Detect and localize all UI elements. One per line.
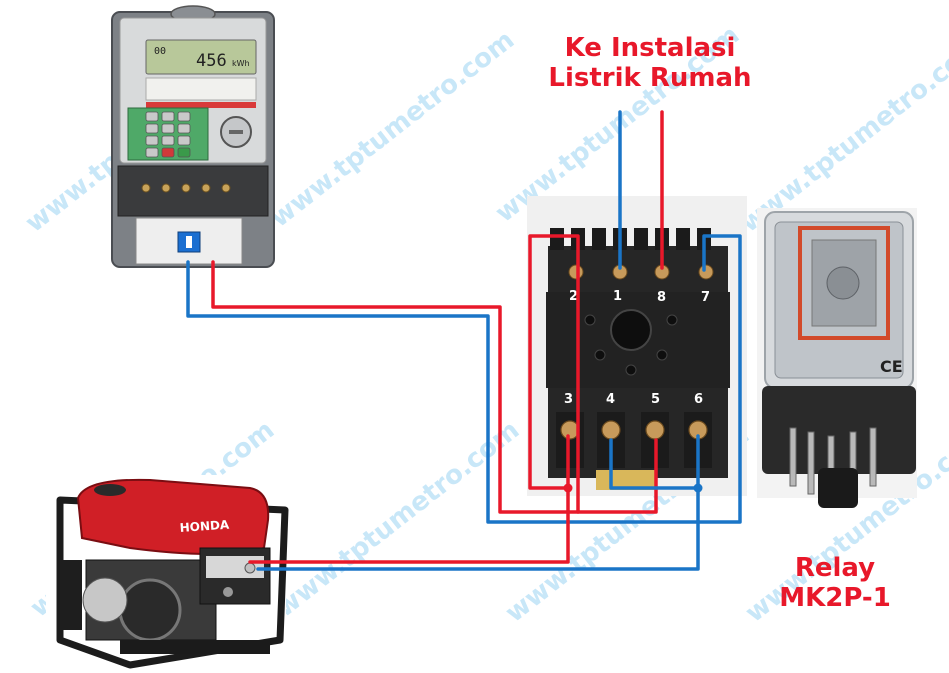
pin-label-2: 2 xyxy=(569,289,578,304)
kwh-meter: 00 456 kWh xyxy=(111,5,275,268)
label-relay-line1: Relay xyxy=(794,553,876,583)
label-house-line2: Listrik Rumah xyxy=(548,62,752,93)
wire-meter-neutral xyxy=(186,234,742,524)
pin-label-1: 1 xyxy=(613,289,622,304)
wire-generator-live xyxy=(248,434,570,564)
wire-generator-neutral xyxy=(256,434,700,571)
relay-socket xyxy=(527,196,747,496)
wire-junctions xyxy=(563,483,703,493)
pin-label-3: 3 xyxy=(564,392,573,407)
generator-brand: HONDA xyxy=(179,518,230,535)
meter-lcd-value: 456 xyxy=(196,51,227,71)
pin-label-6: 6 xyxy=(694,392,703,407)
label-house-line1: Ke Instalasi xyxy=(564,33,736,63)
meter-lcd xyxy=(145,39,257,75)
pin-label-4: 4 xyxy=(606,392,615,407)
meter-keypad xyxy=(145,111,191,158)
pin-label-7: 7 xyxy=(701,290,710,305)
label-relay: Relay MK2P-1 xyxy=(775,553,895,614)
wire-pin4 xyxy=(609,438,700,490)
svg-text:CE: CE xyxy=(880,357,903,376)
pin-label-5: 5 xyxy=(651,392,660,407)
wire-meter-live xyxy=(211,234,580,514)
pin-label-8: 8 xyxy=(657,290,666,305)
meter-lcd-prefix: 00 xyxy=(154,46,166,57)
generator: HONDA xyxy=(46,475,289,669)
meter-lcd-unit: kWh xyxy=(232,59,250,68)
label-relay-line2: MK2P-1 xyxy=(779,582,891,613)
socket-pin-labels: 2 1 8 7 3 4 5 6 xyxy=(564,289,710,407)
label-house-installation: Ke Instalasi Listrik Rumah xyxy=(540,33,760,94)
wiring xyxy=(186,110,742,571)
relay-mk2p: CE xyxy=(757,208,917,508)
wire-pin5 xyxy=(576,438,658,514)
